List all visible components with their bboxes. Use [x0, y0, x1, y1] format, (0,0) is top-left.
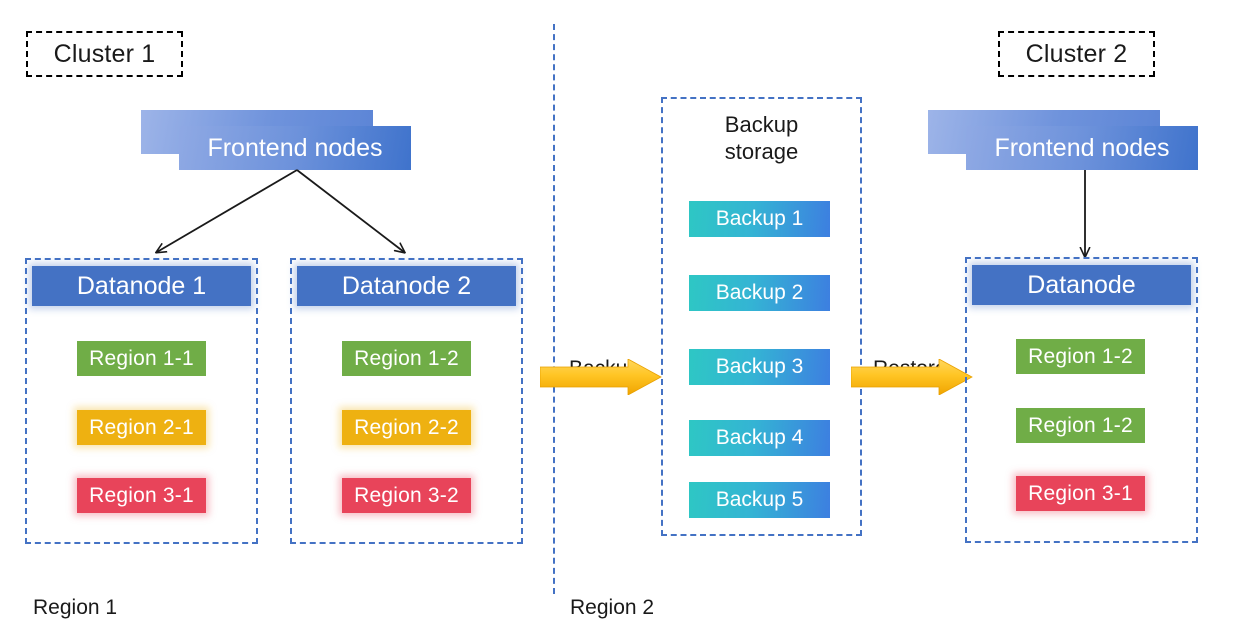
cluster-1-fanout-arrows: [130, 169, 430, 268]
backup-storage-container: [661, 97, 862, 536]
region-label: Region 3-1: [89, 483, 194, 507]
cluster-2-region-0: Region 1-2: [1016, 339, 1145, 374]
region-1-footer-text: Region 1: [33, 596, 118, 619]
region-2-footer-text: Region 2: [570, 596, 655, 619]
cluster-1-label: Cluster 1: [53, 39, 156, 68]
cluster-2-region-1: Region 1-2: [1016, 408, 1145, 443]
backup-item-label: Backup 1: [715, 207, 804, 230]
region-label: Region 1-2: [1028, 344, 1133, 368]
cluster-1-frontend-nodes: Frontend nodes: [141, 110, 411, 170]
region-1-footer-label: Region 1: [33, 572, 117, 620]
datanode-1-region-0: Region 1-1: [77, 341, 206, 376]
cluster-2-frontend-label: Frontend nodes: [994, 133, 1170, 162]
backup-flow-arrow-icon: [540, 359, 662, 395]
datanode-1-label: Datanode 1: [76, 271, 207, 300]
cluster-2-frontend-nodes: Frontend nodes: [928, 110, 1198, 170]
backup-item-label: Backup 2: [715, 281, 804, 304]
region-label: Region 2-1: [89, 415, 194, 439]
datanode-2-region-2: Region 3-2: [342, 478, 471, 513]
datanode-2-container: [290, 258, 523, 544]
backup-item-2: Backup 3: [689, 349, 830, 385]
restore-flow-arrow-icon: [851, 359, 973, 395]
region-label: Region 1-1: [89, 346, 194, 370]
region-label: Region 3-2: [354, 483, 459, 507]
cluster-1-frontend-label: Frontend nodes: [207, 133, 383, 162]
cluster-2-region-2: Region 3-1: [1016, 476, 1145, 511]
datanode-2-label: Datanode 2: [341, 271, 472, 300]
cluster-2-datanode-header: Datanode: [972, 265, 1191, 305]
region-label: Region 1-2: [1028, 413, 1133, 437]
datanode-1-container: [25, 258, 258, 544]
frontend-front-sheet: Frontend nodes: [179, 126, 411, 170]
backup-item-label: Backup 4: [715, 426, 804, 449]
datanode-1-region-2: Region 3-1: [77, 478, 206, 513]
backup-storage-title: Backup storage: [661, 108, 862, 170]
datanode-1-region-1: Region 2-1: [77, 410, 206, 445]
datanode-2-header: Datanode 2: [297, 266, 516, 306]
frontend-front-sheet: Frontend nodes: [966, 126, 1198, 170]
cluster-2-datanode-label: Datanode: [1027, 270, 1136, 299]
backup-item-1: Backup 2: [689, 275, 830, 311]
region-label: Region 1-2: [354, 346, 459, 370]
cluster-2-datanode-container: [965, 257, 1198, 543]
datanode-2-region-1: Region 2-2: [342, 410, 471, 445]
cluster-1-chip: Cluster 1: [26, 31, 183, 77]
cluster-2-down-arrow: [1070, 170, 1100, 264]
datanode-1-header: Datanode 1: [32, 266, 251, 306]
datanode-2-region-0: Region 1-2: [342, 341, 471, 376]
backup-item-label: Backup 3: [715, 355, 804, 378]
region-2-footer-label: Region 2: [570, 572, 654, 620]
backup-item-0: Backup 1: [689, 201, 830, 237]
backup-storage-title-text: Backup storage: [724, 112, 799, 164]
cluster-2-chip: Cluster 2: [998, 31, 1155, 77]
region-label: Region 2-2: [354, 415, 459, 439]
backup-item-4: Backup 5: [689, 482, 830, 518]
backup-item-label: Backup 5: [715, 488, 804, 511]
region-label: Region 3-1: [1028, 481, 1133, 505]
region-divider: [553, 24, 555, 594]
backup-item-3: Backup 4: [689, 420, 830, 456]
cluster-2-label: Cluster 2: [1025, 39, 1128, 68]
